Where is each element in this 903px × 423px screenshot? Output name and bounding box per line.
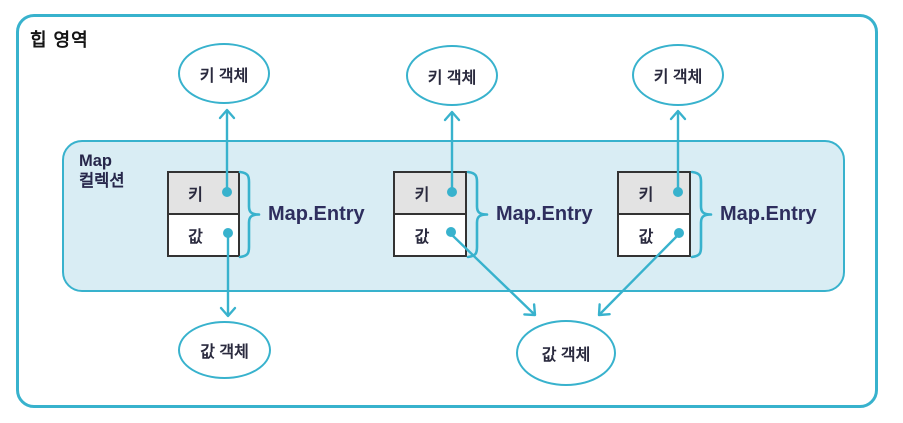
map-entry-table-1: 키 값 bbox=[167, 171, 240, 257]
key-cell: 키 bbox=[169, 173, 238, 215]
key-object-label: 키 객체 bbox=[427, 69, 477, 87]
map-collection-label-line2: 컬렉션 bbox=[79, 172, 125, 191]
map-entry-label-2: Map.Entry bbox=[496, 203, 593, 225]
map-entry-label-1: Map.Entry bbox=[268, 203, 365, 225]
value-cell: 값 bbox=[169, 215, 238, 255]
map-collection-label-line1: Map bbox=[79, 152, 112, 170]
key-object-label: 키 객체 bbox=[653, 69, 703, 86]
key-object-ellipse-1: 키 객체 bbox=[178, 43, 270, 104]
key-cell: 키 bbox=[619, 173, 689, 215]
key-cell: 키 bbox=[395, 173, 465, 215]
value-cell: 값 bbox=[619, 215, 689, 255]
map-entry-label-3: Map.Entry bbox=[720, 203, 817, 225]
value-object-ellipse-2: 값 객체 bbox=[516, 320, 616, 386]
heap-area-label: 힙 영역 bbox=[30, 30, 89, 50]
value-object-ellipse-1: 값 객체 bbox=[178, 321, 271, 379]
key-object-ellipse-3: 키 객체 bbox=[632, 44, 724, 106]
key-object-ellipse-2: 키 객체 bbox=[406, 45, 498, 106]
map-collection-label: Map 컬렉션 bbox=[79, 151, 125, 191]
value-object-label: 값 객체 bbox=[541, 347, 591, 364]
map-entry-table-3: 키 값 bbox=[617, 171, 691, 257]
map-entry-table-2: 키 값 bbox=[393, 171, 467, 257]
value-object-label: 값 객체 bbox=[200, 344, 249, 361]
value-cell: 값 bbox=[395, 215, 465, 255]
key-object-label: 키 객체 bbox=[199, 67, 249, 85]
